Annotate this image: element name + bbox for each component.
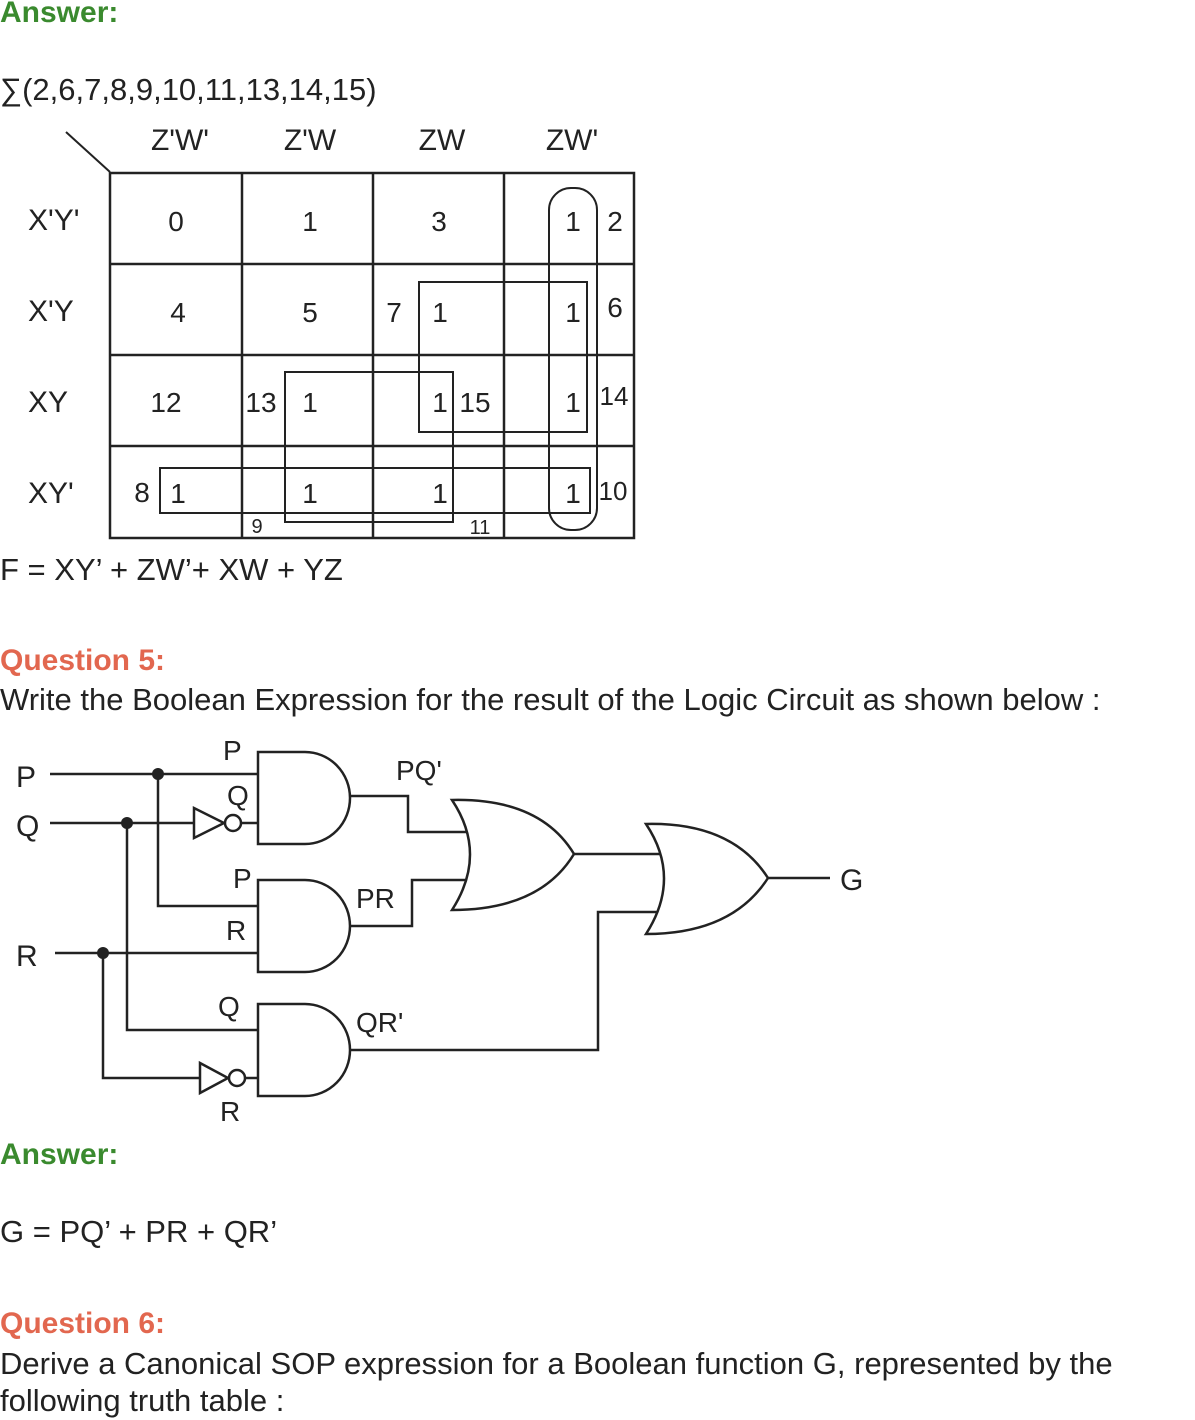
group-yz <box>418 281 588 433</box>
kmap-cell-one: 1 <box>432 297 448 328</box>
kmap-cell-num: 11 <box>470 517 491 539</box>
answer-heading: Answer: <box>0 0 119 29</box>
circuit-wires <box>50 772 830 1080</box>
or-gate-1 <box>449 798 576 912</box>
question-6-text-line1: Derive a Canonical SOP expression for a … <box>0 1346 1113 1381</box>
kmap-cell-num: 0 <box>168 206 184 237</box>
kmap-cell-num: 3 <box>431 206 447 237</box>
kmap-cell-one: 1 <box>302 478 318 509</box>
and3-output-label: QR' <box>356 1007 403 1038</box>
kmap-cell-one: 1 <box>565 387 581 418</box>
circuit-junctions <box>97 768 164 959</box>
kmap-grid <box>108 171 636 540</box>
input-q-label: Q <box>16 810 39 843</box>
question-6-text-line2: following truth table : <box>0 1383 285 1418</box>
kmap-cell-num: 6 <box>607 292 623 323</box>
input-r-label: R <box>16 940 38 973</box>
kmap-corner-diagonal <box>65 131 111 173</box>
and3-input-r-label: R <box>220 1096 240 1127</box>
kmap-row-header-1: X'Y <box>28 295 74 328</box>
or-gate-2 <box>643 822 770 936</box>
minterm-expression: ∑(2,6,7,8,9,10,11,13,14,15) <box>0 72 377 107</box>
output-g-label: G <box>840 864 863 897</box>
kmap-cell-num: 10 <box>599 476 628 506</box>
and-gate-1 <box>256 750 352 846</box>
and2-input-p-label: P <box>233 863 252 894</box>
input-p-label: P <box>16 761 36 794</box>
kmap-row-header-0: X'Y' <box>28 204 79 237</box>
kmap-col-header-2: ZW <box>419 124 466 157</box>
group-xw <box>284 371 454 523</box>
group-zw-prime <box>548 187 598 531</box>
kmap-groups <box>159 187 598 531</box>
kmap-cell-num: 7 <box>386 297 402 328</box>
kmap-cell-num: 1 <box>302 206 318 237</box>
kmap-col-header-1: Z'W <box>284 124 337 157</box>
kmap-cell-one: 1 <box>432 478 448 509</box>
and-gate-2 <box>256 878 352 974</box>
kmap-cell-one: 1 <box>302 387 318 418</box>
answer-2-heading: Answer: <box>0 1138 119 1171</box>
kmap-cell-num: 4 <box>170 297 186 328</box>
kmap-cell-num: 8 <box>134 477 150 508</box>
question-6-heading: Question 6: <box>0 1307 166 1340</box>
and2-output-label: PR <box>356 883 395 914</box>
logic-circuit: P Q R P Q P R Q R PQ' PR QR' G <box>16 735 863 1127</box>
kmap-cell-one: 1 <box>565 478 581 509</box>
kmap-cell-one: 1 <box>565 297 581 328</box>
kmap-cell-num: 12 <box>150 387 181 418</box>
kmap-cell-one: 1 <box>432 387 448 418</box>
and1-output-label: PQ' <box>396 755 442 786</box>
question-5-text: Write the Boolean Expression for the res… <box>0 682 1101 717</box>
and3-input-q-label: Q <box>218 991 240 1022</box>
kmap-cell-num: 15 <box>459 387 490 418</box>
not-gate-q <box>192 805 243 841</box>
kmap-cell-one: 1 <box>565 206 581 237</box>
answer-g-expression: G = PQ’ + PR + QR’ <box>0 1214 278 1249</box>
not-gate-r <box>198 1060 247 1096</box>
and1-input-p-label: P <box>223 735 242 766</box>
kmap-cell-num: 13 <box>245 387 276 418</box>
question-5-heading: Question 5: <box>0 644 166 677</box>
karnaugh-map: Z'W' Z'W ZW ZW' X'Y' X'Y XY XY' 0 1 3 1 … <box>28 124 636 540</box>
kmap-cell-num: 5 <box>302 297 318 328</box>
kmap-row-header-2: XY <box>28 386 68 419</box>
and2-input-r-label: R <box>226 915 246 946</box>
kmap-cell-one: 1 <box>170 478 186 509</box>
kmap-col-header-0: Z'W' <box>151 124 209 157</box>
kmap-row-header-3: XY' <box>28 477 74 510</box>
answer-f-expression: F = XY’ + ZW’+ XW + YZ <box>0 552 343 587</box>
kmap-col-header-3: ZW' <box>546 124 598 157</box>
and-gate-3 <box>256 1002 352 1098</box>
group-xy-prime <box>159 467 591 514</box>
kmap-cell-num: 2 <box>607 206 623 237</box>
kmap-cell-num: 9 <box>251 516 262 538</box>
kmap-cell-num: 14 <box>600 381 629 411</box>
and1-input-q-label: Q <box>227 780 249 811</box>
